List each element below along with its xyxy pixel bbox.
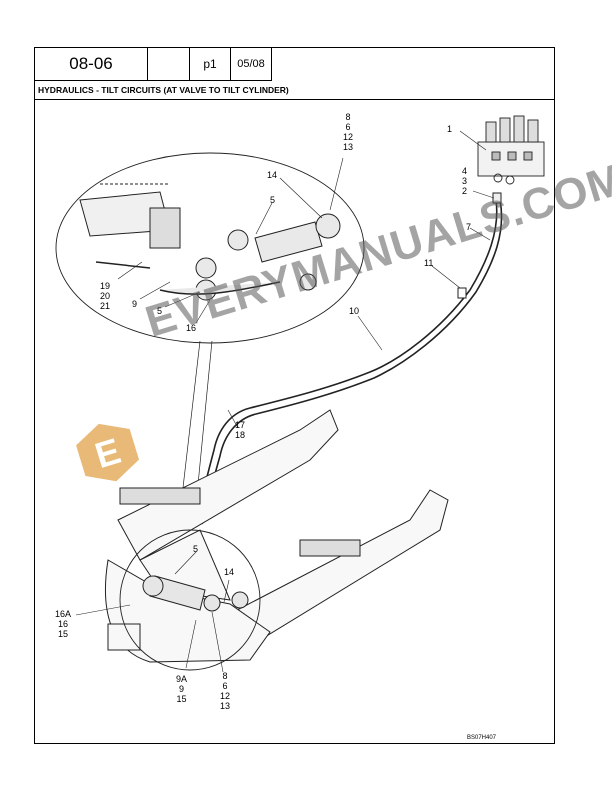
callout-number: 9A: [176, 674, 188, 684]
callout-number: 16A: [55, 609, 72, 619]
fitting: [492, 192, 502, 204]
callout-number: 15: [58, 629, 69, 639]
revision-date: 05/08: [231, 48, 272, 81]
callout-number: 10: [349, 306, 360, 316]
page-frame: 08-06 p1 05/08 HYDRAULICS - TILT CIRCUIT…: [34, 47, 555, 744]
callout-leaders: [75, 130, 495, 673]
callout-number: 16: [186, 323, 197, 333]
callout-number: 9: [132, 299, 138, 309]
callout-number: 8: [345, 112, 351, 122]
detail-circle: [55, 152, 365, 344]
callout-number: 17: [235, 420, 246, 430]
callout-number: 8: [222, 671, 228, 681]
callout-number: 2: [462, 186, 468, 196]
callout-number: 7: [466, 222, 472, 232]
callout-number: 19: [100, 281, 111, 291]
callout-number: 5: [157, 306, 163, 316]
callout-number: 13: [343, 142, 354, 152]
callout-number: 16: [58, 619, 69, 629]
callout-number: 15: [176, 694, 187, 704]
control-valve: [477, 115, 545, 185]
header-row: 08-06 p1 05/08: [35, 48, 272, 81]
callout-number: 9: [179, 684, 185, 694]
callout-number: 12: [343, 132, 354, 142]
tilt-cylinder-bottom: [142, 575, 249, 612]
reference-code: BS07H407: [467, 735, 497, 741]
callout-number: 1: [447, 124, 453, 134]
callout-11: 11: [424, 258, 433, 268]
callout-number: 3: [462, 176, 468, 186]
page-number: p1: [190, 48, 231, 81]
logo-hexagon: [76, 423, 140, 482]
detail-leader: [195, 340, 213, 506]
page-title: HYDRAULICS - TILT CIRCUITS (AT VALVE TO …: [35, 81, 554, 100]
detail-circle-bottom: [119, 529, 261, 671]
tilt-hoses: [195, 199, 503, 525]
callout-14-bottom: 14: [224, 567, 234, 577]
tilt-cylinder-detail: [79, 183, 341, 301]
loader-arms: [105, 409, 449, 663]
callout-number: 14: [267, 170, 278, 180]
callout-5-mid: 5: [157, 306, 162, 316]
callout-number: 13: [220, 701, 231, 711]
hose-clamp: [457, 287, 467, 299]
callout-10: 10: [349, 306, 359, 316]
callout-number: 6: [222, 681, 228, 691]
callout-5-top: 5: [270, 195, 275, 205]
callout-1: 1: [447, 124, 452, 134]
callout-number: 21: [100, 301, 111, 311]
callout-number: 20: [100, 291, 111, 301]
callout-number: 14: [224, 567, 235, 577]
callout-16-top: 16: [186, 323, 196, 333]
callout-number: 5: [193, 544, 199, 554]
detail-leader: [180, 340, 201, 506]
blank-cell: [148, 48, 190, 81]
callout-14-top: 14: [267, 170, 277, 180]
callout-number: 18: [235, 430, 246, 440]
watermark-logo: E: [76, 423, 140, 482]
section-code: 08-06: [35, 48, 148, 81]
callout-number: 6: [345, 122, 351, 132]
callout-7: 7: [466, 222, 471, 232]
callout-number: 11: [424, 258, 434, 268]
callout-number: 4: [462, 166, 468, 176]
callout-number: 12: [220, 691, 231, 701]
callout-9-top: 9: [132, 299, 137, 309]
callout-number: 5: [270, 195, 276, 205]
callout-5-bottom: 5: [193, 544, 198, 554]
